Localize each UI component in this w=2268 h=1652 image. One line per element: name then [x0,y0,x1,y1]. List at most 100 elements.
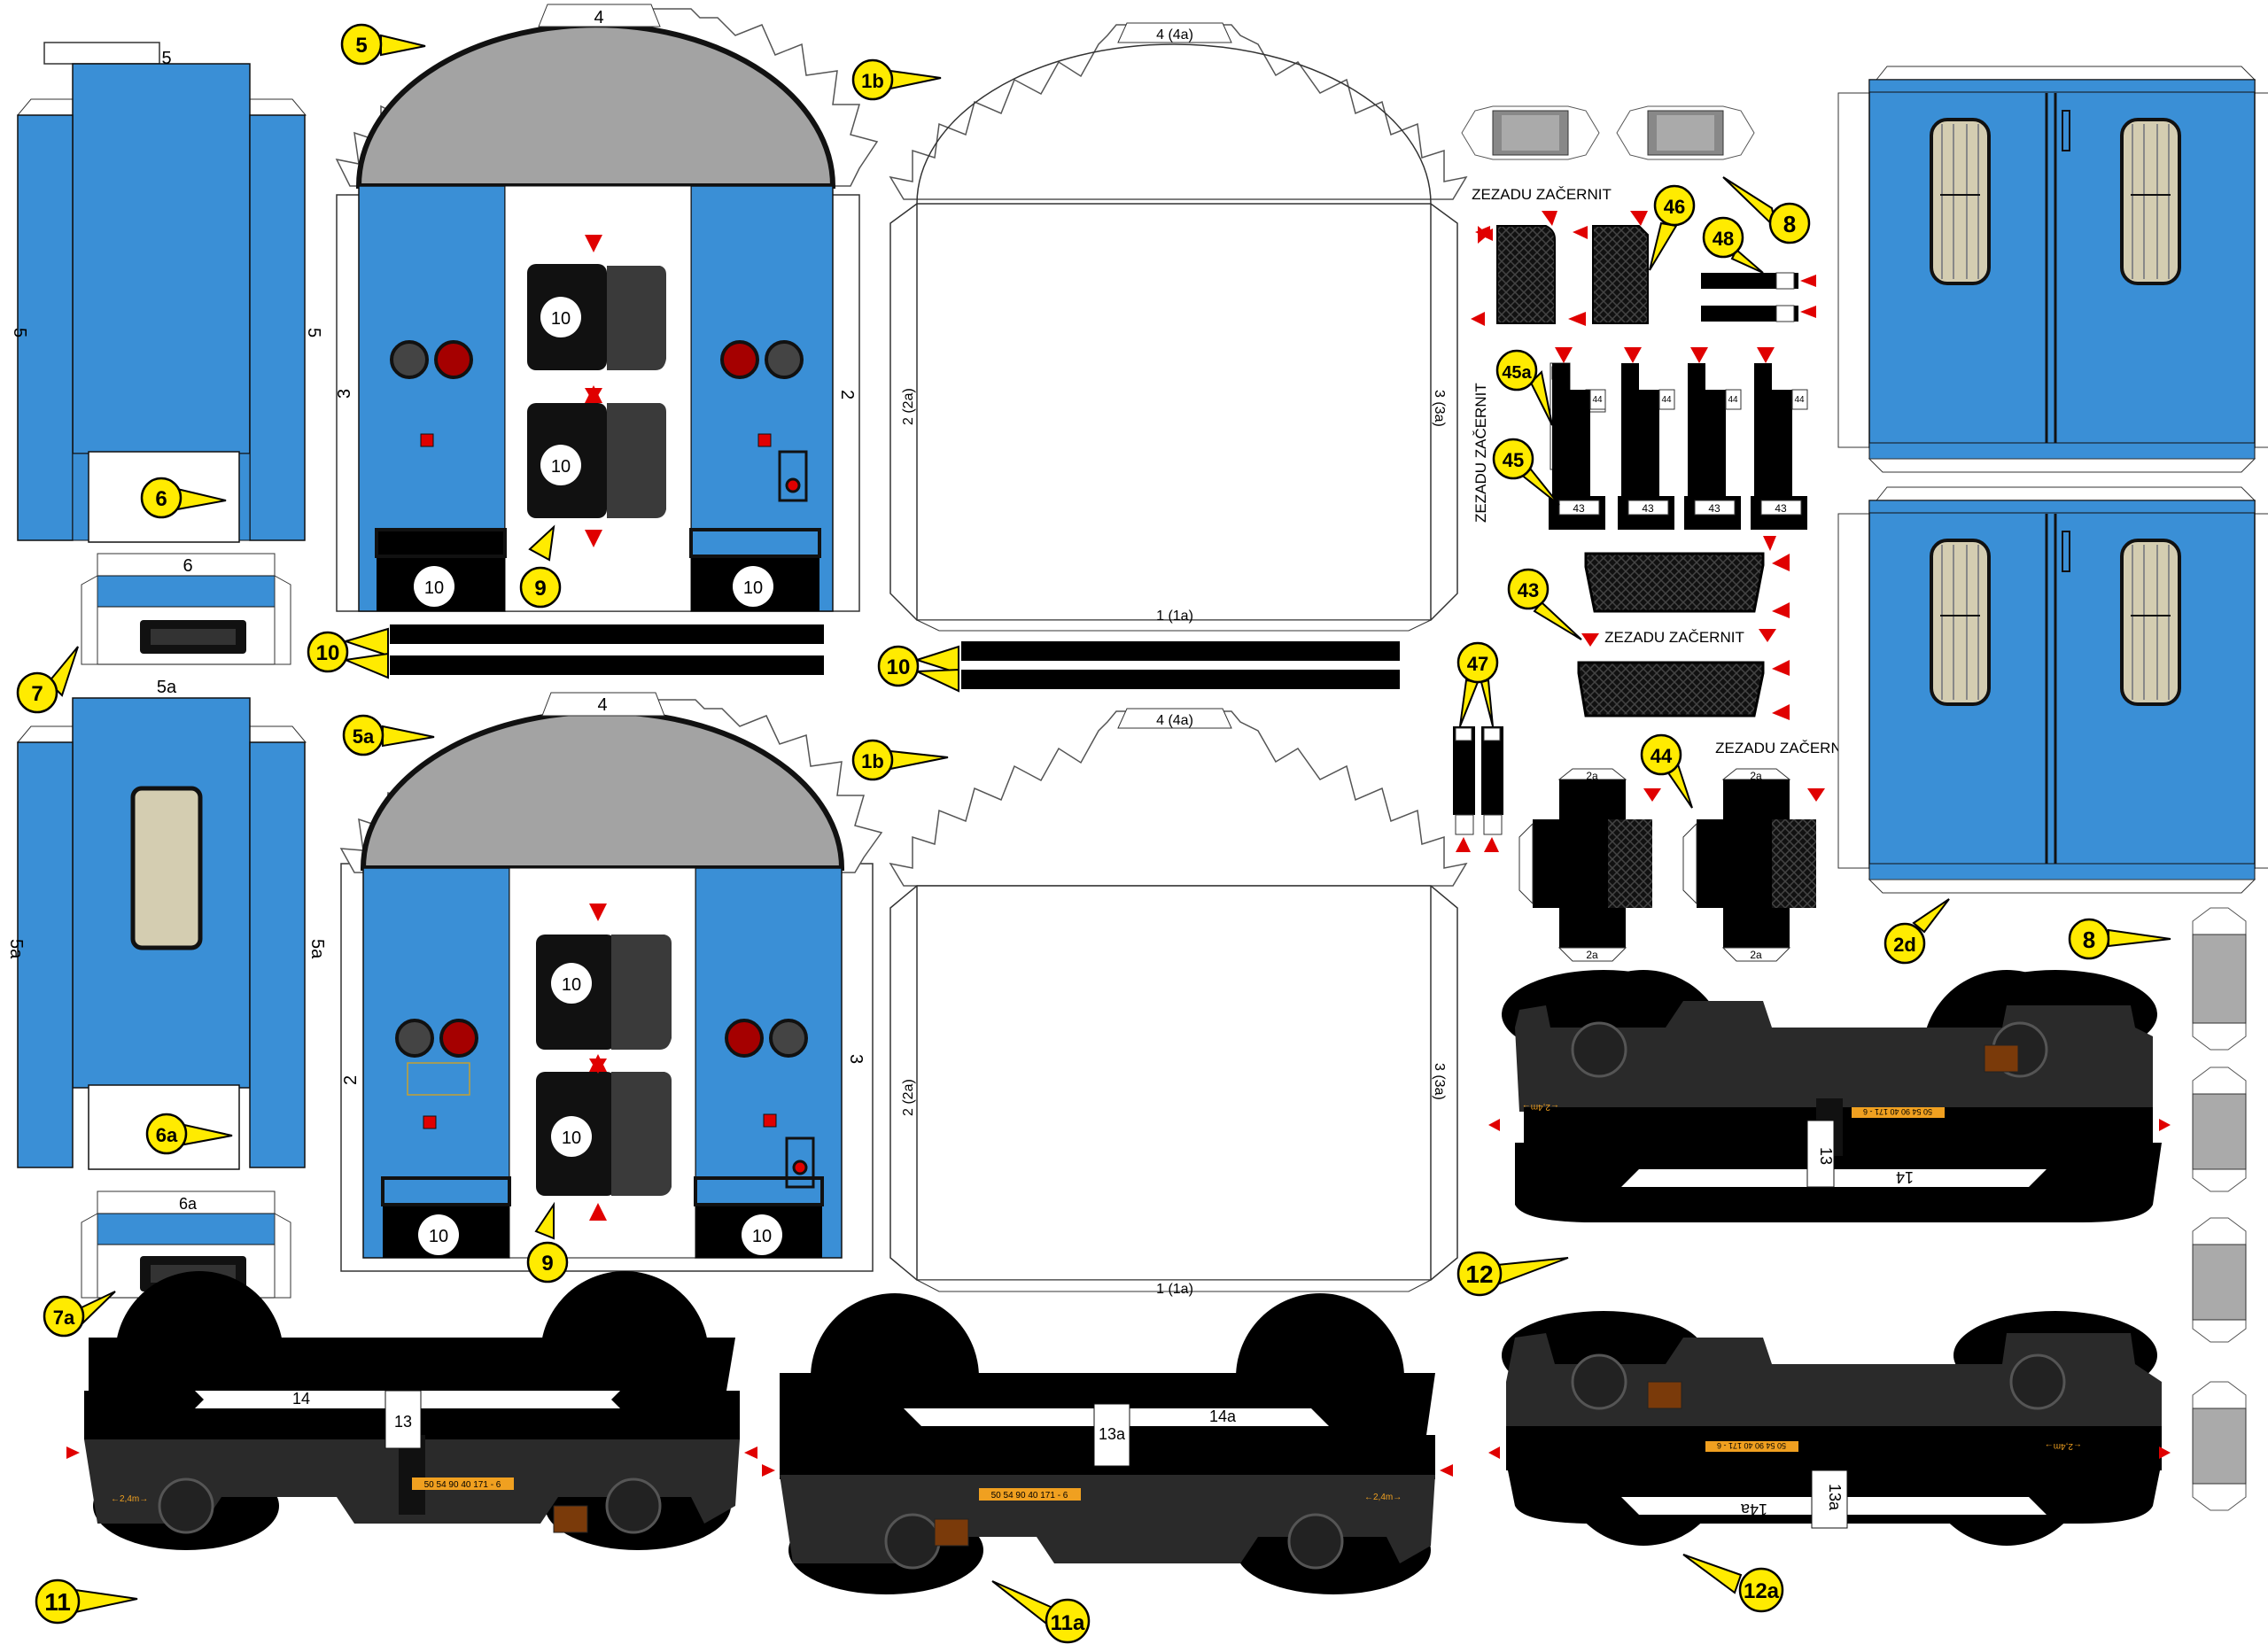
callout-47: 47 [1456,641,1499,727]
car-end-face-top: 4 3 2 10 10 10 10 [335,4,879,612]
window-10: 10 [551,309,571,329]
callout-7a: 7a [43,1291,116,1338]
svg-text:46: 46 [1664,196,1685,218]
bogie-12a: 50 54 90 40 171 - 6 ←2,4m→ 13a 14a [1488,1311,2171,1546]
callout-48: 48 [1702,216,1764,274]
callout-9-a: 9 [519,524,562,609]
black-parts-43: ZEZADU ZAČERNIT [1577,536,1790,720]
tab-2a: 2a [1750,770,1762,782]
black-parts-45-columns: 43 44 43 44 43 44 [1549,347,1808,530]
zacernit-label-1: ZEZADU ZAČERNIT [1472,186,1612,203]
buffer-10: 10 [429,1227,448,1246]
callouts: 5 6 7 10 10 9 [16,23,2171,1644]
callout-43: 43 [1507,568,1582,640]
box-5-left-label: 5 [10,328,29,337]
end-face-bottom-right-3: 3 [846,1054,866,1064]
callout-44: 44 [1640,733,1693,809]
box-5-right-label: 5 [304,328,323,337]
tab-43: 43 [1642,502,1654,515]
tab-43: 43 [1775,502,1787,515]
bogie-13: 13 [394,1413,412,1431]
box-part-5: 5 5 5 [10,42,323,543]
callout-8-right: 8 [2068,918,2171,960]
bogie-12: 50 54 90 40 171 - 6 ←2,4m→ 13 14 [1488,970,2171,1222]
shell-left-label: 2 (2a) [901,388,916,425]
zacernit-label-2: ZEZADU ZAČERNIT [1604,629,1744,646]
callout-6a: 6a [145,1113,233,1155]
weight-marking: ←2,4m→ [111,1494,148,1504]
weight-marking: ←2,4m→ [1364,1493,1402,1502]
shell-bottom-label: 1 (1a) [1156,609,1193,624]
svg-text:2d: 2d [1893,934,1916,956]
tab-43: 43 [1708,502,1720,515]
bogie-13a: 13a [1826,1484,1844,1511]
end-face-top-4: 4 [594,8,603,27]
tab-43: 43 [1573,502,1585,515]
svg-text:1b: 1b [861,750,884,772]
black-parts-46: ZEZADU ZAČERNIT [1471,186,1649,326]
callout-6: 6 [140,477,227,519]
svg-text:9: 9 [541,1252,553,1276]
svg-text:48: 48 [1713,228,1734,250]
callout-12: 12 [1456,1251,1569,1297]
svg-text:12: 12 [1465,1260,1493,1288]
svg-text:45: 45 [1503,449,1524,471]
svg-text:5: 5 [355,34,367,58]
svg-text:45a: 45a [1502,363,1532,383]
svg-text:6: 6 [155,487,167,511]
end-face-bottom-4: 4 [597,695,607,715]
end-face-bottom-left-2: 2 [341,1075,361,1085]
bracket-parts-8-top [1461,105,1755,160]
plate-number: 50 54 90 40 171 - 6 [1863,1107,1932,1116]
callout-2d: 2d [1884,898,1950,965]
callout-45: 45 [1492,438,1560,506]
box-part-5a: 5a 5a 5a [6,678,327,1170]
tab-2a: 2a [1586,770,1598,782]
door-panel-bottom [1837,486,2268,894]
callout-11: 11 [35,1578,138,1625]
tab-44: 44 [1794,395,1805,405]
svg-text:10: 10 [316,641,340,665]
svg-text:12a: 12a [1744,1579,1780,1603]
strip-6a-label: 6a [179,1195,198,1213]
callout-9-b: 9 [526,1201,569,1284]
svg-text:11: 11 [44,1588,71,1616]
window-10: 10 [562,1128,581,1148]
black-parts-48 [1701,272,1816,322]
bogie-14: 14 [292,1390,310,1408]
weight-marking: ←2,4m→ [1522,1102,1559,1112]
bogie-11: 50 54 90 40 171 - 6 ←2,4m→ 13 14 [66,1271,757,1550]
box-5a-left-label: 5a [6,939,26,959]
buffer-10: 10 [743,578,763,598]
car-end-face-bottom: 4 2 3 10 10 10 10 [339,692,883,1272]
zacernit-label-vertical: ZEZADU ZAČERNIT [1472,383,1489,523]
weight-marking: ←2,4m→ [2045,1441,2082,1451]
shell-bottom-label: 1 (1a) [1156,1282,1193,1297]
callout-45a: 45a [1495,349,1553,426]
svg-text:7a: 7a [53,1307,75,1329]
callout-8-top: 8 [1722,176,1811,244]
door-panel-top [1837,66,2268,473]
tab-2a: 2a [1586,949,1598,961]
callout-1b-bottom: 1b [851,739,949,781]
bogie-11a: 50 54 90 40 171 - 6 ←2,4m→ 13a 14a [762,1293,1453,1594]
callout-10-a: 10 [307,627,389,679]
plate-number: 50 54 90 40 171 - 6 [424,1480,501,1490]
callout-5a: 5a [342,714,435,756]
bracket-parts-8-right [2192,907,2247,1511]
black-parts-47 [1453,726,1503,852]
end-face-top-right-2: 2 [837,390,857,399]
shell-left-label: 2 (2a) [901,1079,916,1116]
buffer-10: 10 [752,1227,772,1246]
black-parts-44: ZEZADU ZAČERNIT 2a 2a 2a 2a [1518,740,1855,962]
zacernit-label-3: ZEZADU ZAČERNIT [1715,740,1855,756]
tab-2a: 2a [1750,949,1762,961]
callout-7: 7 [16,646,79,714]
svg-text:47: 47 [1467,653,1488,675]
svg-text:44: 44 [1651,745,1673,767]
svg-text:6a: 6a [156,1124,178,1146]
tab-44: 44 [1592,395,1603,405]
box-5-top-label: 5 [161,49,171,68]
end-face-top-left-3: 3 [335,389,354,399]
plate-number: 50 54 90 40 171 - 6 [1717,1441,1786,1450]
